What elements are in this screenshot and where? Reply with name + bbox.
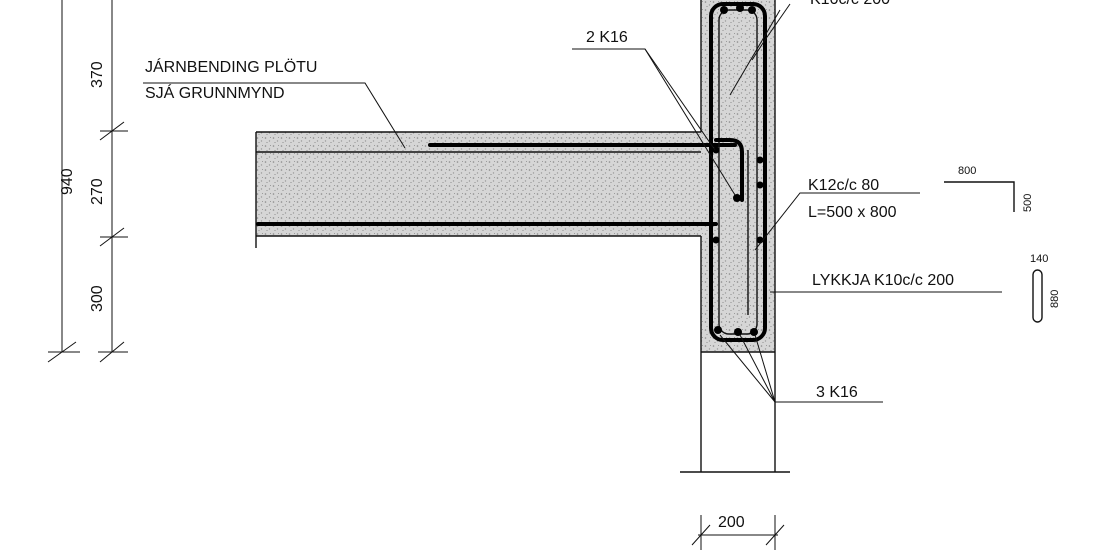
leader-top-stirrup-2 (729, 9, 781, 96)
loop-schematic (1032, 269, 1043, 323)
dim-slab: 270 (89, 178, 106, 205)
dim-loop-height: 880 (1049, 290, 1061, 308)
dim-wall-width: 200 (718, 514, 745, 531)
rebar-dot (714, 326, 722, 334)
leader-top-stirrup (751, 3, 791, 61)
wall-stirrup (709, 2, 767, 342)
label-slab-rebar-2: SJÁ GRUNNMYND (145, 83, 285, 102)
l-bar (714, 138, 744, 202)
label-slab-rebar-1: JÁRNBENDING PLÖTU (145, 57, 317, 76)
leader-slab-rebar (143, 82, 406, 149)
leader-3k16-c (754, 334, 776, 403)
label-bottom-bars: 3 K16 (816, 384, 858, 401)
label-l-bar-1: K12c/c 80 (808, 177, 879, 194)
label-l-bar-2: L=500 x 800 (808, 204, 897, 221)
rebar-dot (756, 156, 764, 164)
rebar-dot (720, 6, 728, 14)
leader-3k16-b (739, 334, 776, 403)
label-top-stirrup: K10c/c 200 (810, 0, 890, 8)
wall-concrete (701, 0, 775, 352)
dim-l-bar-vertical: 500 (1022, 194, 1034, 212)
rebar-dot (736, 4, 744, 12)
rebar-dot (734, 328, 742, 336)
slab-concrete (256, 132, 701, 236)
dim-loop-width: 140 (1030, 253, 1048, 265)
rebar-dot (712, 236, 720, 244)
rebar-dot (750, 328, 758, 336)
rebar-dot (733, 194, 741, 202)
label-top-bars: 2 K16 (586, 29, 628, 46)
leader-2k16-b (644, 48, 716, 151)
l-bar-schematic (944, 181, 1015, 212)
label-loop: LYKKJA K10c/c 200 (812, 272, 954, 289)
dim-l-bar-horizontal: 800 (958, 165, 976, 177)
rebar-dot (756, 181, 764, 189)
leader-l-bar (754, 192, 920, 251)
dim-lower: 300 (89, 285, 106, 312)
rebar-dot (748, 6, 756, 14)
dim-total-height: 940 (59, 168, 76, 195)
dim-upper: 370 (89, 61, 106, 88)
